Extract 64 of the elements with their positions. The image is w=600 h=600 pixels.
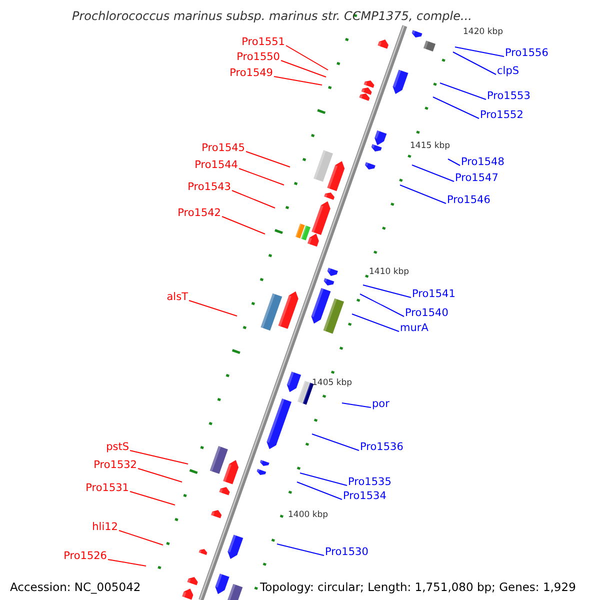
gene-label: Pro1553 bbox=[487, 91, 530, 102]
leader-line bbox=[286, 45, 328, 70]
leader-line bbox=[130, 450, 188, 464]
leader-line bbox=[232, 190, 276, 208]
leader-line bbox=[362, 284, 412, 298]
leader-line bbox=[280, 60, 326, 78]
gene-label: Pro1536 bbox=[360, 442, 404, 452]
gene-label: alsT bbox=[166, 292, 188, 302]
leader-line bbox=[246, 151, 290, 168]
leader-line bbox=[108, 559, 146, 566]
leader-line bbox=[238, 168, 284, 186]
scale-label: 1405 kbp bbox=[312, 379, 352, 388]
gene-label: Pro1548 bbox=[461, 157, 504, 168]
gene-label: Pro1530 bbox=[325, 547, 368, 558]
leader-line bbox=[452, 52, 496, 75]
leader-line bbox=[276, 544, 324, 556]
scale-label: 1400 kbp bbox=[288, 511, 328, 520]
scale-label: 1415 kbp bbox=[410, 142, 450, 150]
gene-label: murA bbox=[400, 323, 428, 334]
gene-label: Pro1542 bbox=[178, 208, 221, 218]
scale-label: 1410 kbp bbox=[369, 268, 410, 276]
leader-line bbox=[454, 46, 504, 57]
gene-label: clpS bbox=[497, 66, 520, 76]
gene-label: Pro1550 bbox=[236, 52, 280, 62]
leader-line bbox=[222, 216, 266, 234]
gene-label: Pro1546 bbox=[447, 195, 490, 206]
gene-label: Pro1549 bbox=[230, 68, 273, 78]
gene-label: Pro1543 bbox=[188, 182, 231, 192]
genome-info-text: Topology: circular; Length: 1,751,080 bp; Genes: 1,929 bbox=[258, 581, 578, 594]
gene-label: Pro1534 bbox=[343, 491, 386, 502]
gene-label: Pro1541 bbox=[412, 289, 456, 300]
gene-label: Pro1547 bbox=[455, 173, 498, 184]
gene-label: por bbox=[372, 399, 390, 410]
leader-line bbox=[360, 294, 404, 317]
leader-line bbox=[352, 314, 400, 332]
gene-label: Pro1526 bbox=[64, 551, 107, 562]
leader-line bbox=[312, 434, 360, 451]
gene-label: Pro1532 bbox=[94, 460, 137, 470]
leader-line bbox=[130, 491, 176, 506]
leader-line bbox=[274, 76, 322, 86]
gene-label: Pro1540 bbox=[405, 308, 448, 318]
leader-line bbox=[448, 158, 460, 166]
gene-label: pstS bbox=[106, 442, 129, 452]
leader-line bbox=[440, 82, 486, 100]
gene-label: Pro1531 bbox=[86, 483, 129, 494]
leader-line bbox=[188, 300, 238, 316]
leader-line bbox=[296, 482, 342, 500]
gene-label: Pro1544 bbox=[194, 160, 238, 170]
leader-line bbox=[300, 472, 348, 486]
gene-label: Pro1552 bbox=[480, 110, 524, 120]
leader-line bbox=[432, 96, 480, 119]
leader-line bbox=[400, 184, 446, 204]
gene-label: Pro1556 bbox=[505, 48, 548, 58]
leader-line bbox=[412, 164, 454, 182]
gene-label: Pro1545 bbox=[202, 143, 245, 154]
leader-line bbox=[138, 468, 182, 482]
map-title: Prochlorococcus marinus subsp. marinus str. CCMP1375, comple... bbox=[72, 9, 472, 23]
gene-label: hli12 bbox=[92, 522, 118, 532]
gene-label: Pro1535 bbox=[348, 477, 392, 488]
leader-line bbox=[118, 530, 164, 546]
gene-label: Pro1551 bbox=[242, 37, 285, 48]
leader-line bbox=[342, 402, 372, 408]
scale-label: 1420 kbp bbox=[463, 28, 504, 36]
accession-text: Accession: NC_005042 bbox=[8, 581, 143, 594]
